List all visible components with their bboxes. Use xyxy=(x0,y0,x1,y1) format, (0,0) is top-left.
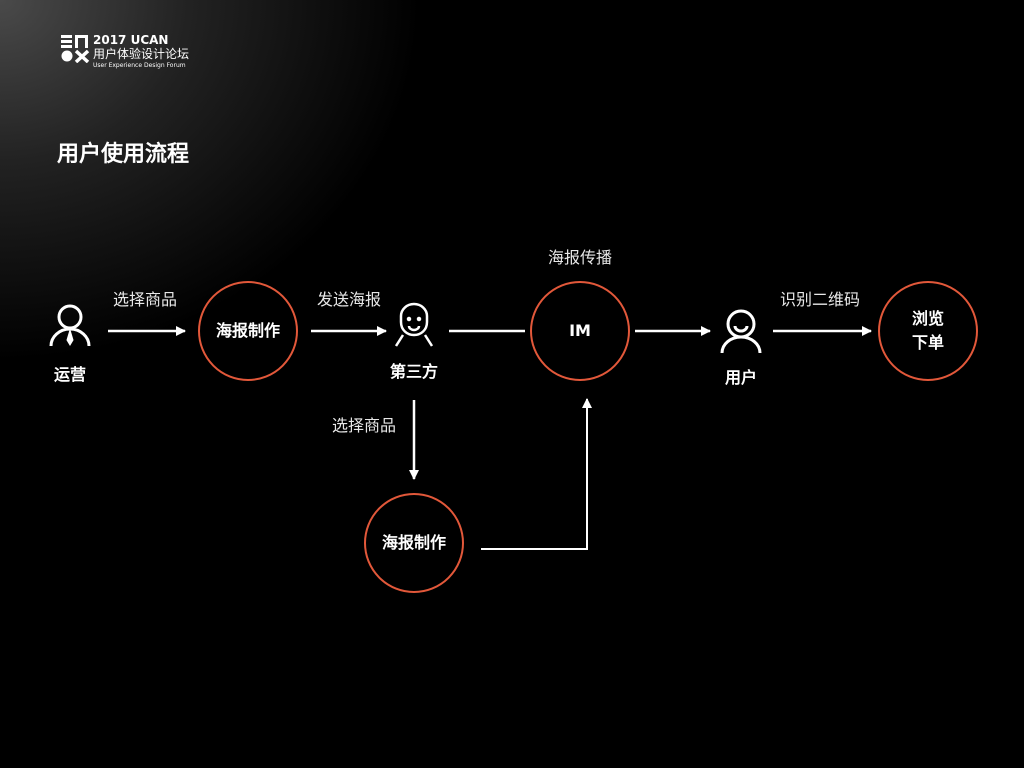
logo-line1: 2017 UCAN xyxy=(93,33,169,47)
edge-label-poster-spread: 海报传播 xyxy=(547,248,613,267)
edge-label-select-goods-1: 选择商品 xyxy=(112,290,178,309)
logo-line3: User Experience Design Forum xyxy=(93,62,186,69)
node-browse-line2: 下单 xyxy=(911,333,945,352)
node-circle-im xyxy=(530,281,630,381)
logo-mark-icon xyxy=(61,35,90,63)
node-circle-browse xyxy=(878,281,978,381)
logo-text: 2017 UCAN 用户体验设计论坛 User Experience Desig… xyxy=(93,33,189,70)
page-title: 用户使用流程 xyxy=(57,142,190,167)
node-circle-poster-make-1 xyxy=(198,281,298,381)
user-icon xyxy=(720,309,762,354)
node-poster-make-2: 海报制作 xyxy=(381,533,447,552)
logo-line2: 用户体验设计论坛 xyxy=(93,47,190,61)
actor-third-party-label: 第三方 xyxy=(389,362,439,381)
node-browse: 浏览 下单 xyxy=(912,307,944,355)
node-circle-poster-make-2 xyxy=(364,493,464,593)
edge-label-send-poster: 发送海报 xyxy=(316,290,382,309)
arrow-poster-to-im xyxy=(481,398,592,550)
actor-operator-label: 运营 xyxy=(53,365,87,384)
actor-user-label: 用户 xyxy=(724,368,758,387)
node-browse-line1: 浏览 xyxy=(911,309,945,328)
logo: 2017 UCAN 用户体验设计论坛 User Experience Desig… xyxy=(60,33,189,70)
edge-label-select-goods-2: 选择商品 xyxy=(331,416,397,435)
edge-label-scan-qr: 识别二维码 xyxy=(779,290,861,309)
node-im: IM xyxy=(569,321,591,340)
node-poster-make-1: 海报制作 xyxy=(215,321,281,340)
third-party-icon xyxy=(394,302,434,347)
operator-icon xyxy=(49,304,91,347)
